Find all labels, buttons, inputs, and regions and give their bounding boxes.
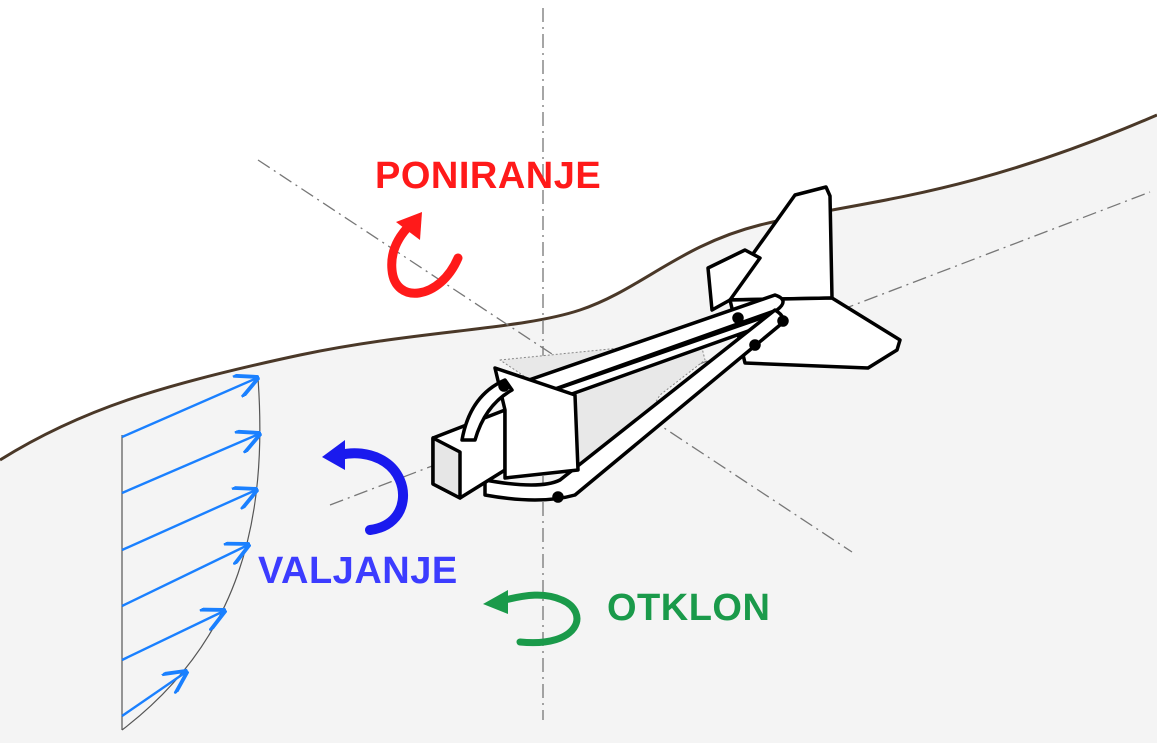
housing bbox=[493, 366, 580, 480]
roll-axis bbox=[329, 191, 1151, 506]
side-fin bbox=[706, 248, 762, 312]
sampler-device bbox=[431, 185, 902, 503]
roll-rotation-arrow bbox=[322, 440, 408, 535]
flow-arrow bbox=[121, 490, 256, 552]
flow-arrow bbox=[121, 672, 186, 717]
flow-arrow bbox=[121, 545, 248, 608]
handle bbox=[460, 378, 514, 442]
yaw-label: OTKLON bbox=[607, 587, 771, 629]
flow-arrow bbox=[121, 378, 257, 439]
intake-side bbox=[431, 436, 462, 500]
water-surface-line bbox=[0, 113, 1157, 462]
yaw-rotation-arrow bbox=[483, 590, 581, 647]
pitch-label: PONIRANJE bbox=[375, 155, 602, 197]
roll-label: VALJANJE bbox=[258, 550, 458, 592]
pitch-rotation-arrow bbox=[387, 212, 463, 298]
flow-arrow bbox=[121, 611, 224, 662]
flow-arrow bbox=[121, 434, 259, 495]
velocity-profile bbox=[121, 378, 260, 731]
